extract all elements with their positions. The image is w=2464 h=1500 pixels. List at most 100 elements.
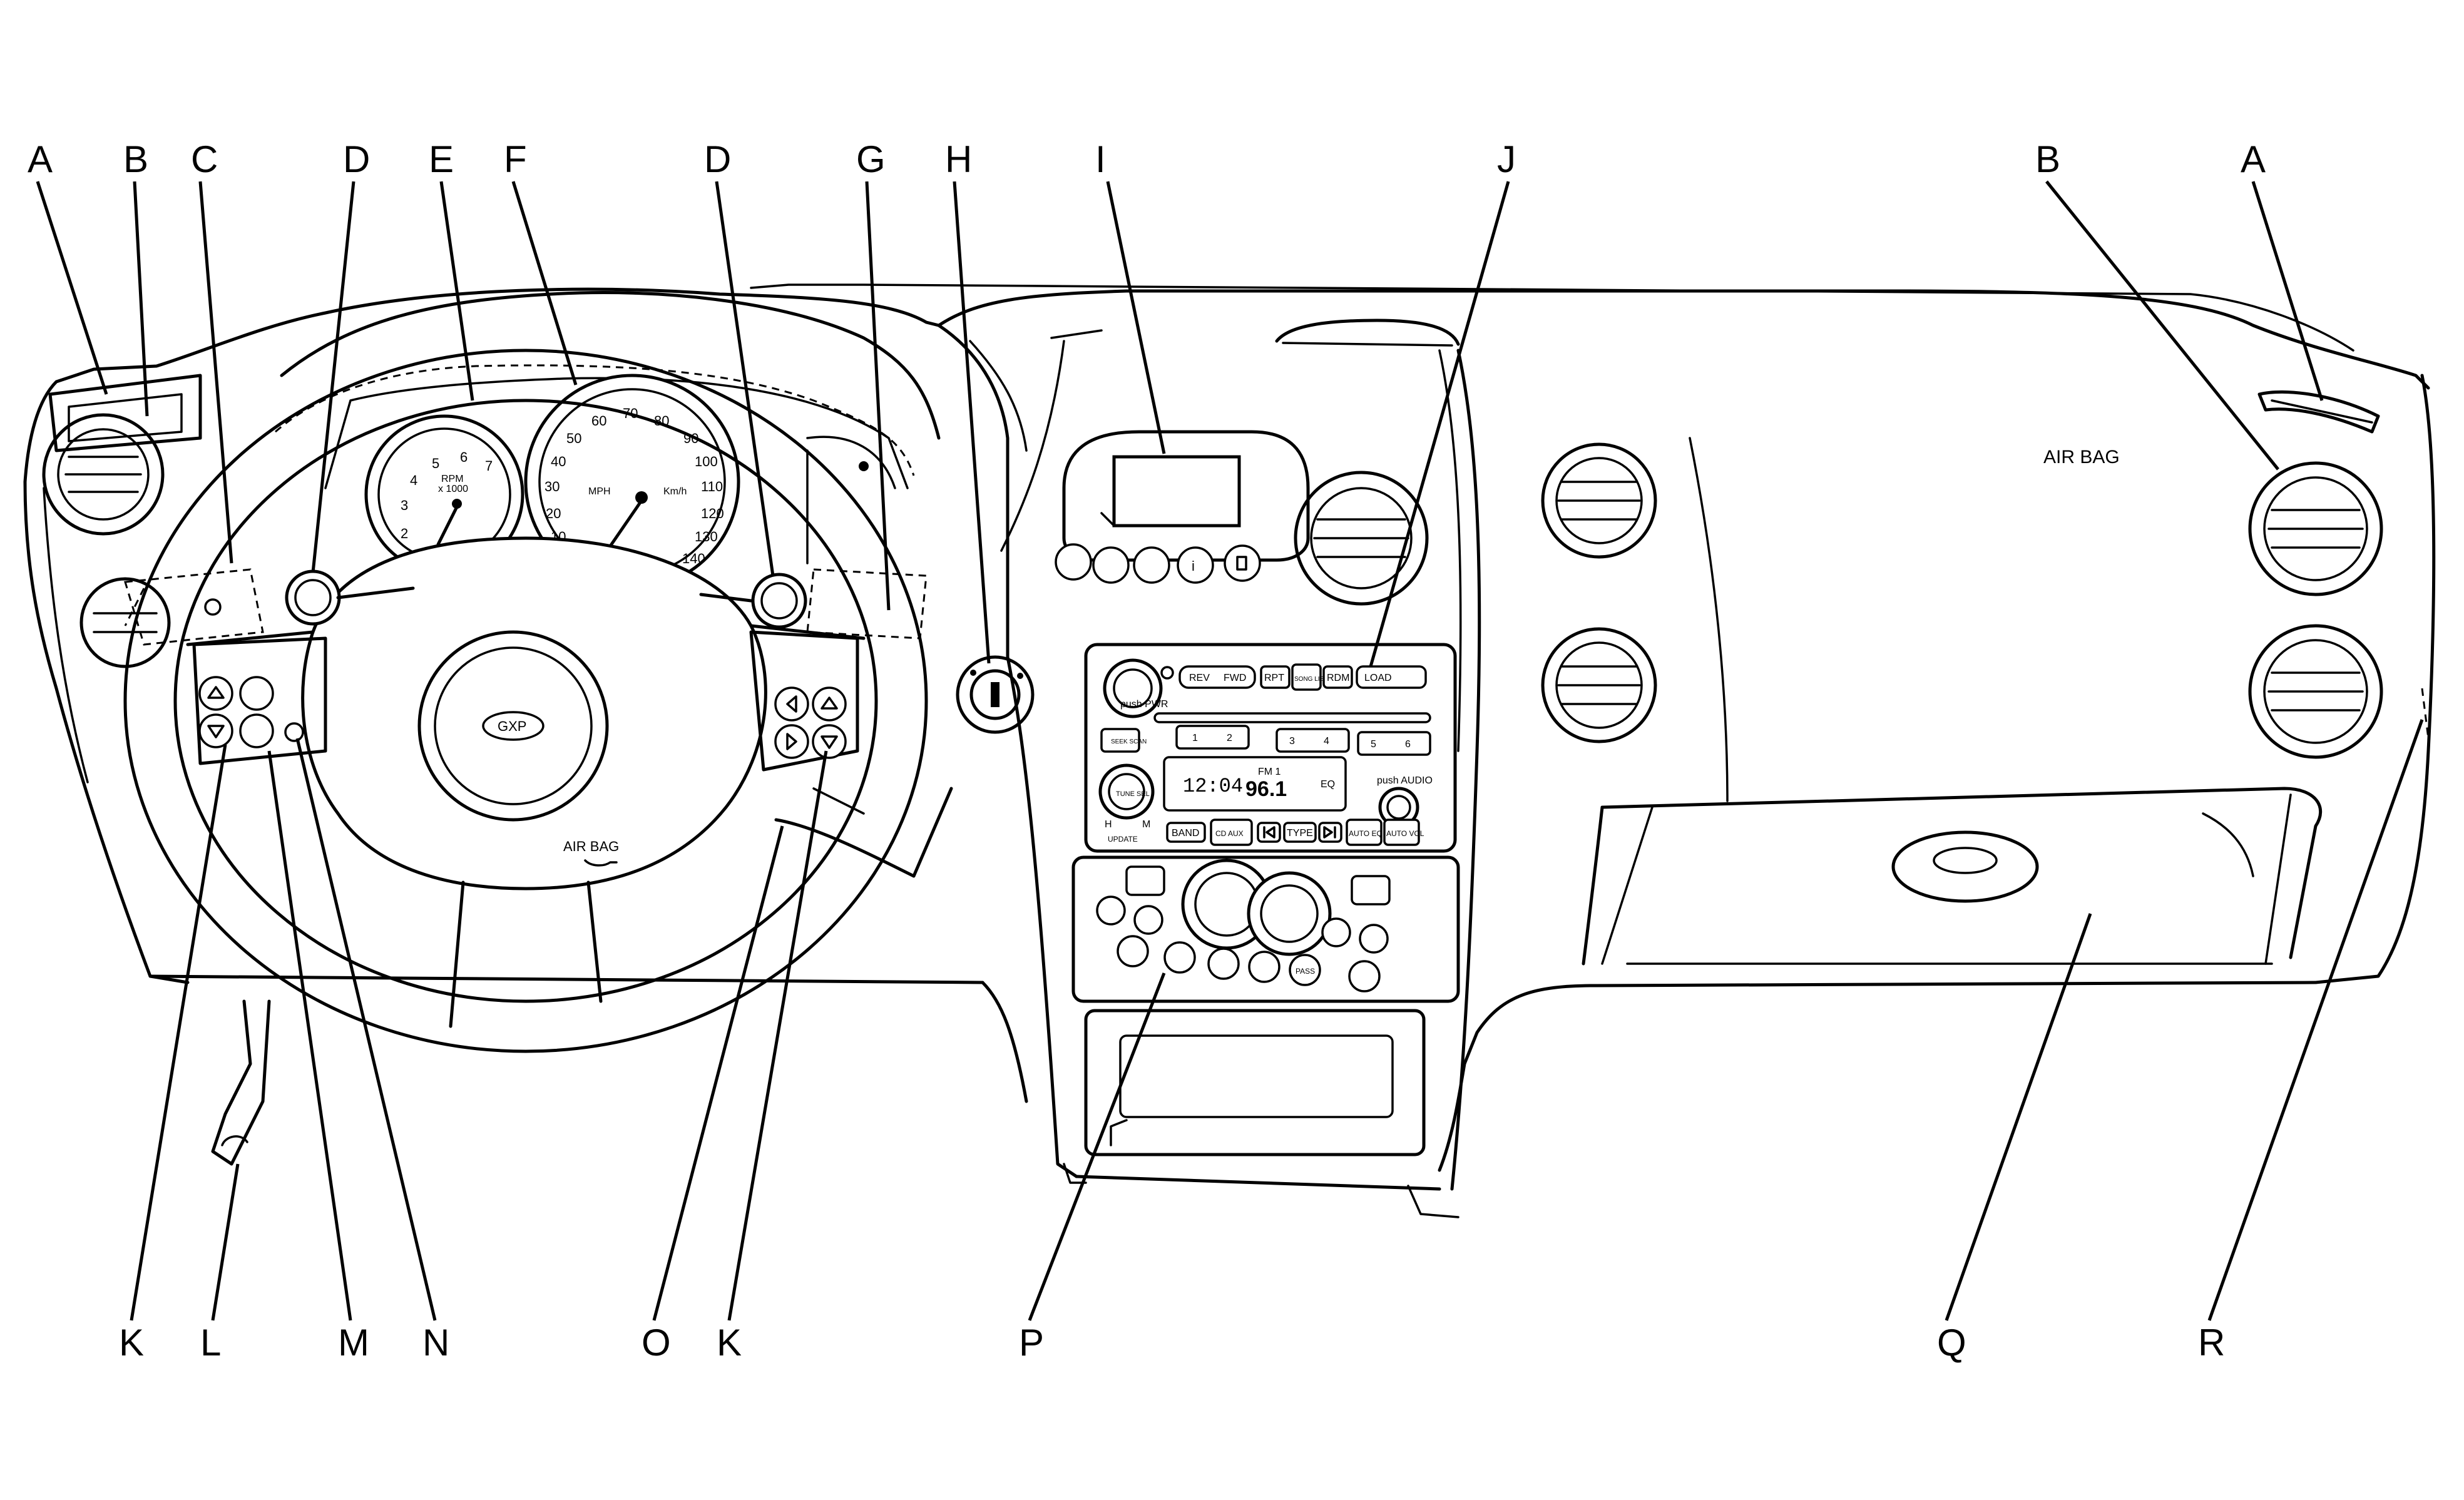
passenger-airbag-button[interactable] <box>1289 954 1321 986</box>
dic-button-2[interactable] <box>1092 546 1130 584</box>
gxp-emblem <box>482 711 544 741</box>
type-label: TYPE <box>1287 828 1313 839</box>
right-pad-left-button[interactable] <box>774 686 809 722</box>
preset-3-4[interactable] <box>1275 728 1350 753</box>
passenger-lower-air-vent[interactable] <box>2248 624 2383 759</box>
preset-2-label: 2 <box>1227 733 1232 743</box>
passenger-heated-seat-button[interactable] <box>1348 960 1381 992</box>
speedo-tick-60: 60 <box>591 413 606 429</box>
next-track-icon <box>1323 826 1336 839</box>
preset-4-label: 4 <box>1324 736 1329 747</box>
dic-button-3[interactable] <box>1133 546 1170 584</box>
callout-p: P <box>1019 1322 1044 1364</box>
callout-b-right: B <box>2035 138 2060 180</box>
right-pad-right-button[interactable] <box>774 724 809 759</box>
preset-1-label: 1 <box>1192 733 1198 743</box>
left-pad-button-top[interactable] <box>239 676 274 711</box>
callout-m: M <box>338 1322 369 1364</box>
horn-icon <box>584 859 618 867</box>
ignition-switch[interactable] <box>956 655 1035 734</box>
tach-tick-3: 3 <box>401 497 408 513</box>
preset-6-label: 6 <box>1405 739 1411 750</box>
headlamp-icon <box>204 598 222 616</box>
audio-system: push PWR REV FWD RPT SONG LIST RDM LOAD … <box>1084 643 1457 853</box>
rev-label: REV <box>1189 673 1210 683</box>
passenger-upper-air-vent[interactable] <box>2248 461 2383 596</box>
dic-fuel-button[interactable] <box>1224 544 1261 582</box>
callout-r: R <box>2198 1322 2225 1364</box>
push-audio-label: push AUDIO <box>1377 775 1433 786</box>
left-pad-button-bottom[interactable] <box>239 713 274 748</box>
song-list-button[interactable] <box>1291 663 1322 691</box>
callout-letters-top: A B C D E F D G H I J B A <box>28 138 2266 180</box>
hood-release-icon <box>221 1135 248 1146</box>
preset-3-label: 3 <box>1289 736 1295 747</box>
storage-compartment[interactable] <box>1084 1009 1426 1156</box>
center-right-air-vent-lower[interactable] <box>1541 627 1657 743</box>
speedo-unit-mph: MPH <box>588 486 611 497</box>
type-button[interactable] <box>1283 822 1317 843</box>
radio-display <box>1163 756 1347 812</box>
passenger-temp-down-button[interactable] <box>1321 917 1351 947</box>
left-arrow-icon <box>786 695 797 713</box>
speedo-tick-40: 40 <box>551 454 566 469</box>
tach-tick-4: 4 <box>410 472 417 488</box>
seek-scan-button[interactable] <box>1100 728 1140 753</box>
center-right-air-vent-upper[interactable] <box>1541 442 1657 559</box>
climate-control-system: PASS <box>1071 855 1460 1156</box>
power-volume-knob[interactable] <box>1103 658 1163 718</box>
preset-5-label: 5 <box>1371 739 1376 750</box>
cd-aux-button[interactable] <box>1210 819 1253 846</box>
driver-temp-down-button[interactable] <box>1096 895 1126 926</box>
dic-button-1[interactable] <box>1055 543 1092 581</box>
speedo-tick-20: 20 <box>546 506 561 521</box>
driver-center-air-vent[interactable] <box>79 577 171 668</box>
driver-heated-seat-button[interactable] <box>1117 935 1149 967</box>
ac-button[interactable] <box>1207 947 1240 980</box>
callout-a-right: A <box>2241 138 2266 180</box>
left-pad-down-button[interactable] <box>198 713 233 748</box>
left-pad-up-button[interactable] <box>198 676 233 711</box>
up-arrow-icon <box>207 686 225 699</box>
passenger-side-window-defogger <box>2257 390 2380 434</box>
driver-temp-display <box>1125 865 1165 896</box>
callout-g: G <box>856 138 886 180</box>
band-button[interactable] <box>1166 822 1206 843</box>
passenger-temp-display <box>1351 875 1391 906</box>
preset-1-2[interactable] <box>1175 725 1250 750</box>
speedo-unit-kmh: Km/h <box>663 486 687 497</box>
right-pad-up-button[interactable] <box>812 686 847 722</box>
rdm-button[interactable] <box>1322 665 1353 689</box>
callout-n: N <box>422 1322 449 1364</box>
passenger-temp-up-button[interactable] <box>1359 924 1389 954</box>
song-list-label: SONG LIST <box>1294 676 1327 683</box>
recirculation-button[interactable] <box>1163 941 1196 974</box>
airbag-label-driver: AIR BAG <box>563 839 619 854</box>
rpt-button[interactable] <box>1260 665 1291 689</box>
driver-temp-up-button[interactable] <box>1133 905 1163 935</box>
auto-eq-button[interactable] <box>1346 819 1383 846</box>
preset-5-6[interactable] <box>1357 731 1431 756</box>
info-icon: i <box>1192 558 1195 574</box>
center-left-air-vent[interactable] <box>1294 471 1429 606</box>
display-time: 12:04 <box>1183 775 1243 798</box>
fuel-icon <box>1236 556 1247 571</box>
prev-track-button[interactable] <box>1257 822 1281 843</box>
seek-scan-label: SEEK SCAN <box>1111 738 1147 745</box>
right-pad-down-button[interactable] <box>812 724 847 759</box>
dic-info-button[interactable] <box>1177 546 1214 584</box>
load-label: LOAD <box>1364 673 1392 683</box>
instrument-cluster: 1 2 3 4 5 6 7 RPM x 1000 0 10 20 30 40 5… <box>275 291 941 590</box>
auto-vol-button[interactable] <box>1383 819 1420 846</box>
tach-tick-5: 5 <box>432 456 439 471</box>
driver-side-air-vent[interactable] <box>42 413 165 536</box>
callout-h: H <box>945 138 972 180</box>
callout-q: Q <box>1937 1322 1966 1364</box>
callout-letters-bottom: K L M N O K P Q R <box>119 1322 2225 1364</box>
rev-fwd-button[interactable] <box>1178 665 1256 689</box>
pad-light-icon <box>284 722 304 742</box>
load-button[interactable] <box>1356 665 1427 689</box>
tach-tick-6: 6 <box>460 449 468 465</box>
callout-j: J <box>1497 138 1516 180</box>
defrost-button[interactable] <box>1248 951 1281 983</box>
